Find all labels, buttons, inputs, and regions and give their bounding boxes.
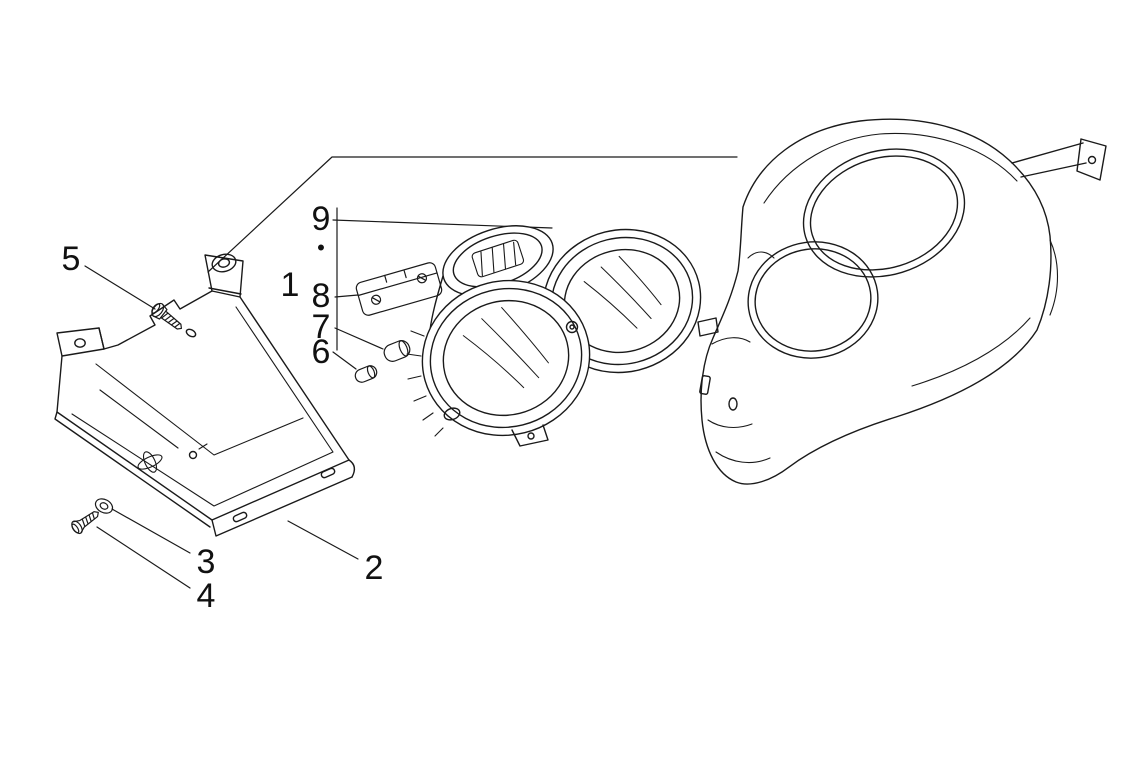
callout-marker-dot: • bbox=[317, 235, 325, 260]
callout-6: 6 bbox=[311, 333, 331, 371]
callout-5: 5 bbox=[61, 240, 81, 278]
screw-4 bbox=[71, 511, 99, 535]
callout-9: 9 bbox=[311, 200, 331, 238]
bulb-6 bbox=[354, 365, 378, 383]
callout-3: 3 bbox=[196, 543, 216, 581]
callout-2: 2 bbox=[364, 549, 384, 587]
washer-3 bbox=[94, 498, 114, 514]
callout-7: 7 bbox=[311, 308, 331, 346]
callout-8: 8 bbox=[311, 277, 331, 315]
screw-5 bbox=[151, 302, 182, 330]
connector-8 bbox=[355, 262, 443, 316]
handlebar-cover bbox=[697, 118, 1107, 485]
bulb-7 bbox=[383, 340, 411, 362]
callout-1: 1 bbox=[280, 266, 300, 304]
leader-lines bbox=[84, 156, 738, 589]
mounting-bracket bbox=[54, 253, 356, 537]
callout-4: 4 bbox=[196, 577, 216, 615]
instrument-cluster bbox=[406, 225, 702, 447]
